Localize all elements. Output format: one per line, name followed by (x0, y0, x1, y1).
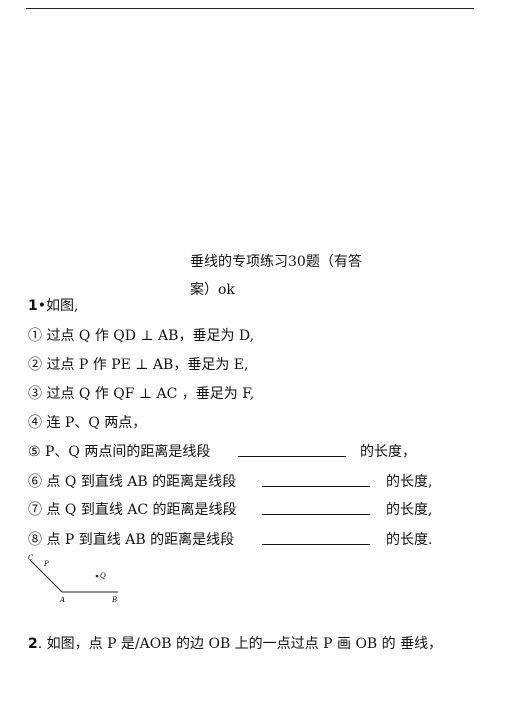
page-title: 垂线的专项练习30题（有答 案）ok (190, 248, 400, 304)
point-q-dot (95, 574, 99, 578)
label-a: A (59, 596, 65, 604)
q1-item-6-suffix: 的长度, (386, 474, 433, 490)
q1-item-8-text: ⑧ 点 P 到直线 AB 的距离是线段 (28, 532, 235, 548)
q1-item-4: ④ 连 P、Q 两点， (28, 413, 146, 433)
q1-item-7-text: ⑦ 点 Q 到直线 AC 的距离是线段 (28, 502, 237, 518)
q1-item-7-suffix: 的长度, (386, 502, 433, 518)
q1-item-3: ③ 过点 Q 作 QF ⊥ AC ，垂足为 F, (28, 384, 254, 404)
label-b: B (111, 596, 117, 604)
q1-item-5-text: ⑤ P、Q 两点间的距离是线段 (28, 444, 211, 460)
title-line-2: 案）ok (190, 282, 235, 298)
q1-item-8: ⑧ 点 P 到直线 AB 的距离是线段 的长度. (28, 530, 468, 550)
q1-item-1: ① 过点 Q 作 QD ⊥ AB，垂足为 D, (28, 326, 254, 346)
q1-item-4-text: ④ 连 P、Q 两点， (28, 415, 147, 431)
q1-item-1-text: ① 过点 Q 作 QD ⊥ AB，垂足为 D, (28, 328, 255, 344)
q1-item-7-blank[interactable] (262, 502, 370, 515)
q1-item-8-blank[interactable] (262, 532, 370, 545)
q1-item-6: ⑥ 点 Q 到直线 AB 的距离是线段 的长度, (28, 472, 468, 492)
label-c: C (28, 554, 34, 562)
title-line-1: 垂线的专项练习30题（有答 (190, 254, 362, 270)
q1-item-8-suffix: 的长度. (386, 532, 433, 548)
question-2-number: 2 (28, 636, 38, 652)
q1-item-3-text: ③ 过点 Q 作 QF ⊥ AC ，垂足为 F, (28, 386, 255, 402)
question-2-text: . 如图，点 P 是/AOB 的边 OB 上的一点过点 P 画 OB 的 垂线， (37, 636, 443, 652)
q1-item-5-suffix: 的长度， (360, 444, 416, 460)
question-1-heading: 1•如图, (28, 296, 78, 316)
segment-ac (29, 559, 63, 593)
q1-item-7: ⑦ 点 Q 到直线 AC 的距离是线段 的长度, (28, 500, 468, 520)
q1-item-6-blank[interactable] (262, 474, 370, 487)
question-1-number: 1 (28, 298, 38, 314)
q1-item-5-blank[interactable] (238, 444, 346, 457)
question-2: 2. 如图，点 P 是/AOB 的边 OB 上的一点过点 P 画 OB 的 垂线… (28, 634, 442, 654)
top-rule (26, 8, 474, 9)
q1-item-2-text: ② 过点 P 作 PE ⊥ AB，垂足为 E, (28, 357, 249, 373)
question-1-intro: •如图, (37, 298, 79, 314)
q1-item-5: ⑤ P、Q 两点间的距离是线段 的长度， (28, 442, 468, 462)
label-p: P (43, 560, 49, 568)
label-q: Q (100, 572, 106, 580)
q1-item-2: ② 过点 P 作 PE ⊥ AB，垂足为 E, (28, 355, 248, 375)
q1-item-6-text: ⑥ 点 Q 到直线 AB 的距离是线段 (28, 474, 237, 490)
geometry-figure: C P Q A B (28, 554, 118, 604)
